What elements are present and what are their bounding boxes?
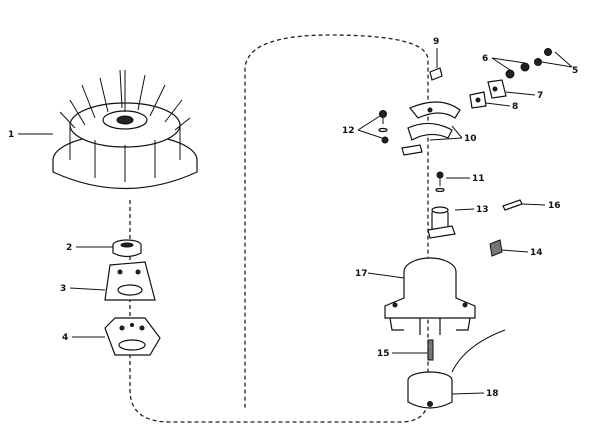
part-8-insulator bbox=[469, 91, 487, 109]
label-1: 1 bbox=[8, 130, 14, 140]
part-5-nut bbox=[534, 48, 552, 66]
part-3-bracket bbox=[104, 261, 156, 301]
label-7: 7 bbox=[537, 91, 543, 101]
part-14-cover bbox=[489, 239, 503, 257]
part-12-screws bbox=[378, 110, 389, 144]
label-18: 18 bbox=[486, 389, 499, 399]
part-16-lead-wire bbox=[502, 199, 523, 211]
label-12: 12 bbox=[342, 126, 355, 136]
part-17-bracket bbox=[384, 257, 476, 335]
label-17: 17 bbox=[355, 269, 368, 279]
label-16: 16 bbox=[548, 201, 561, 211]
label-11: 11 bbox=[472, 174, 485, 184]
part-4-plate bbox=[104, 317, 161, 356]
part-10-breaker-points bbox=[401, 101, 461, 156]
part-9-clip bbox=[429, 67, 443, 81]
label-3: 3 bbox=[60, 284, 66, 294]
part-1-flywheel bbox=[52, 69, 198, 190]
part-7-terminal bbox=[487, 79, 507, 99]
part-2-nut bbox=[112, 239, 142, 258]
assembly-dashed-line bbox=[129, 34, 429, 423]
label-15: 15 bbox=[377, 349, 390, 359]
label-5: 5 bbox=[572, 66, 578, 76]
part-6-screw bbox=[505, 62, 530, 79]
part-13-condenser bbox=[427, 206, 456, 239]
label-6: 6 bbox=[482, 54, 488, 64]
part-18-coil bbox=[407, 329, 506, 409]
label-8: 8 bbox=[512, 102, 518, 112]
part-11-screw bbox=[435, 171, 445, 193]
label-4: 4 bbox=[62, 333, 68, 343]
label-9: 9 bbox=[433, 37, 439, 47]
label-2: 2 bbox=[66, 243, 72, 253]
part-15-shaft bbox=[427, 339, 434, 361]
label-10: 10 bbox=[464, 134, 477, 144]
label-13: 13 bbox=[476, 205, 489, 215]
label-14: 14 bbox=[530, 248, 543, 258]
